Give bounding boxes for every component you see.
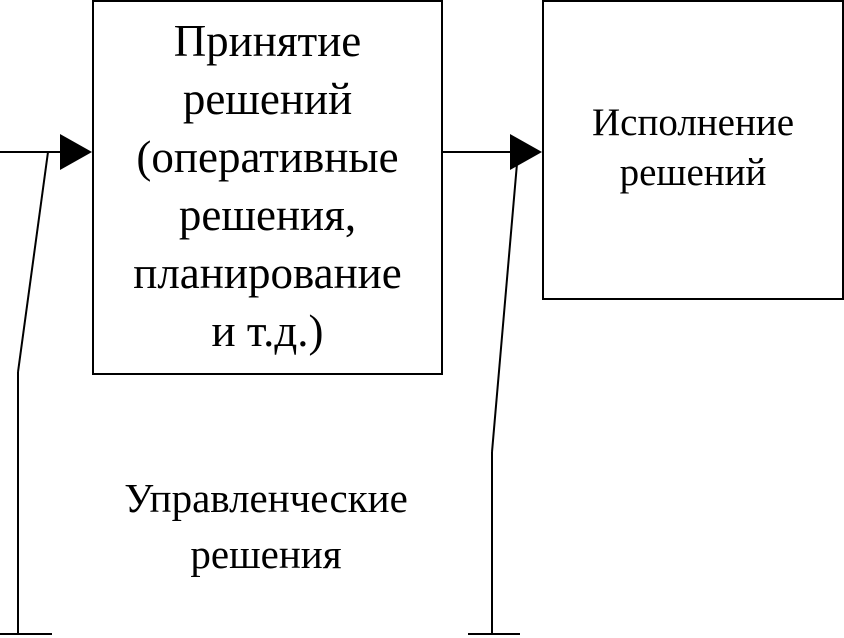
left-feedback-line-upper: [17, 151, 49, 373]
decision-making-box: Принятие решений (оперативные решения, п…: [92, 0, 443, 375]
execution-label: Исполнение решений: [591, 101, 795, 194]
incoming-arrowhead: [60, 134, 92, 170]
right-feedback-line-upper: [491, 151, 519, 453]
management-decisions-caption: Управленческие решения: [124, 475, 408, 577]
execution-box: Исполнение решений: [542, 0, 844, 300]
decision-making-label: Принятие решений (оперативные решения, п…: [133, 16, 402, 356]
decision-to-execution-arrowhead: [510, 134, 542, 170]
